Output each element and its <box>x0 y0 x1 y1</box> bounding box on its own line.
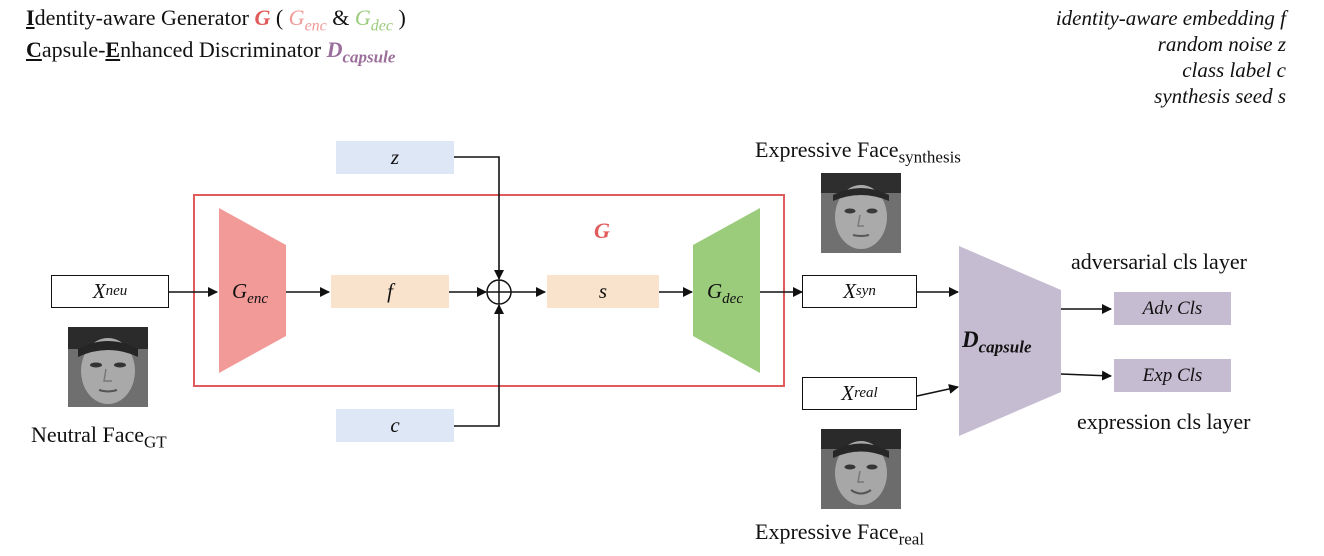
expression-layer-label: expression cls layer <box>1077 409 1251 434</box>
cap-letter: C <box>26 37 42 62</box>
cap-letter: I <box>26 5 35 30</box>
arrow <box>916 384 959 397</box>
cap-letter: E <box>105 37 121 62</box>
title-text: dentity-aware Generator <box>34 5 255 30</box>
expressive-synthesis-caption: Expressive Facesynthesis <box>755 137 961 167</box>
arrow <box>1060 370 1112 381</box>
generator-label: G <box>594 218 610 243</box>
seed-s-box: s <box>547 275 659 308</box>
generator-symbol: G <box>254 5 271 30</box>
title-line-generator: Identity-aware Generator G ( Genc & Gdec… <box>26 4 406 40</box>
legend-item: synthesis seed s <box>1154 84 1286 108</box>
encoder-label: Genc <box>232 279 268 308</box>
expressive-real-caption: Expressive Facereal <box>755 519 925 549</box>
generator-frame <box>193 194 785 387</box>
expressive-real-image <box>821 429 901 509</box>
noise-z-box: z <box>336 141 454 174</box>
genc-symbol: Genc <box>288 5 327 35</box>
expressive-synthesis-image <box>821 173 901 253</box>
discriminator-label: Dcapsule <box>962 327 1032 357</box>
discriminator-shape <box>959 246 1061 436</box>
legend-item: identity-aware embedding f <box>1055 6 1286 30</box>
title-text: nhanced Discriminator <box>120 37 327 62</box>
arrow <box>454 304 504 427</box>
neutral-face-caption: Neutral FaceGT <box>31 422 167 452</box>
amp: & <box>326 5 355 30</box>
arrow <box>454 156 504 280</box>
gdec-symbol: Gdec <box>354 5 393 35</box>
paren-close: ) <box>392 5 406 30</box>
paren-open: ( <box>270 5 289 30</box>
legend: identity-aware embedding f random noise … <box>1056 5 1286 109</box>
encoder-shape <box>219 208 286 373</box>
title-line-discriminator: Capsule-Enhanced Discriminator Dcapsule <box>26 36 395 71</box>
adv-cls-box: Adv Cls <box>1114 292 1231 325</box>
decoder-shape <box>693 208 760 373</box>
class-c-box: c <box>336 409 454 442</box>
decoder-label: Gdec <box>707 279 743 308</box>
adversarial-layer-label: adversarial cls layer <box>1071 249 1247 274</box>
title-text: apsule- <box>41 37 106 62</box>
legend-item: random noise z <box>1157 32 1286 56</box>
embedding-f-box: f <box>331 275 449 308</box>
dcapsule-symbol: Dcapsule <box>326 37 396 67</box>
exp-cls-box: Exp Cls <box>1114 359 1231 392</box>
neutral-face-image <box>68 327 148 407</box>
legend-item: class label c <box>1182 58 1286 82</box>
